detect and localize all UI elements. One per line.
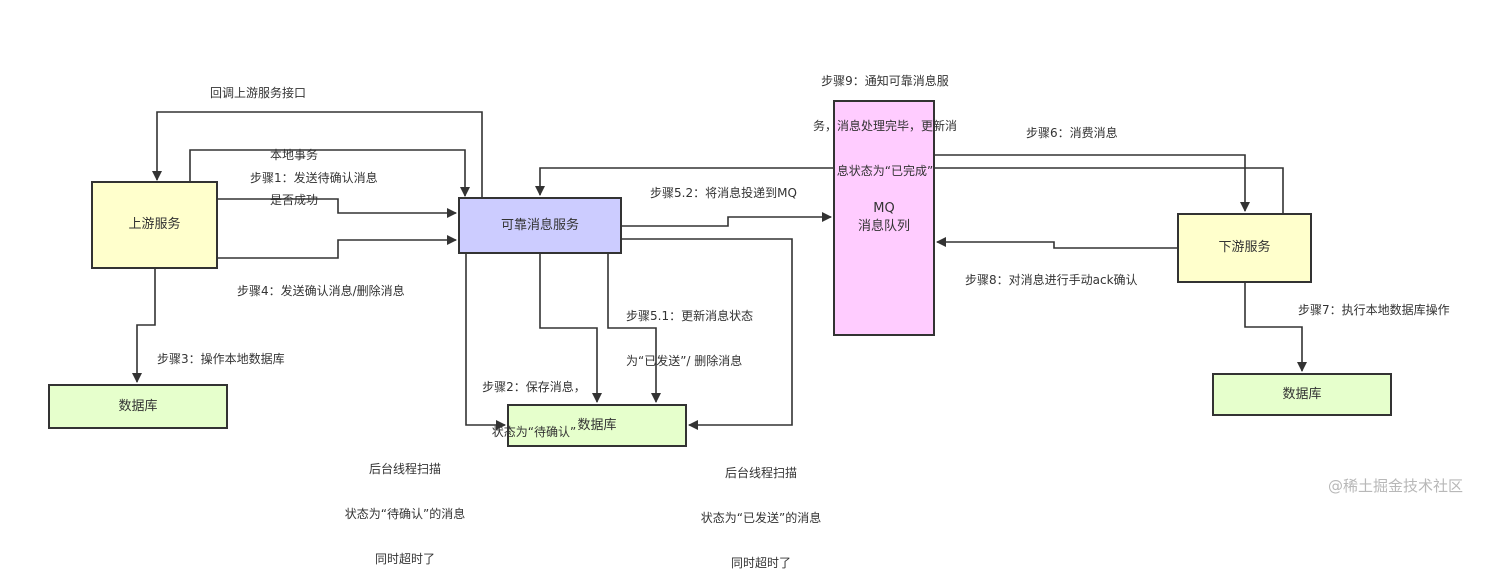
step5-1-label-line2: 为“已发送”/ 删除消息	[626, 354, 743, 368]
database-message-label: 数据库	[577, 417, 617, 433]
edge-callback-upstream	[152, 111, 483, 197]
local-tx-label-line1: 本地事务	[269, 148, 318, 162]
database-message-node[interactable]: 数据库	[507, 404, 687, 447]
edge-scan-sent	[622, 238, 793, 430]
database-downstream-label: 数据库	[1282, 386, 1322, 402]
step9-label-line2: 务，消息处理完毕，更新消	[812, 119, 957, 133]
reliable-message-service-node[interactable]: 可靠消息服务	[458, 197, 622, 254]
database-downstream-node[interactable]: 数据库	[1212, 373, 1392, 416]
step3-label: 步骤3：操作本地数据库	[157, 352, 285, 366]
step4-label: 步骤4：发送确认消息/删除消息	[237, 284, 405, 298]
reliable-message-service-label: 可靠消息服务	[500, 217, 579, 233]
scan-sent-label-line3: 同时超时了	[730, 556, 791, 570]
mq-sublabel: 消息队列	[857, 219, 910, 234]
edge-step3	[132, 269, 156, 383]
step9-label-line3: 息状态为“已完成”	[836, 164, 934, 178]
database-upstream-label: 数据库	[118, 398, 158, 414]
callback-label: 回调上游服务接口	[210, 86, 307, 100]
upstream-service-label: 上游服务	[128, 217, 181, 232]
local-tx-label-line2: 是否成功	[269, 193, 318, 207]
scan-pending-label-line2: 状态为“待确认”的消息	[344, 507, 466, 521]
step7-label: 步骤7：执行本地数据库操作	[1298, 303, 1450, 317]
scan-sent-label-line1: 后台线程扫描	[724, 466, 797, 480]
edge-scan-pending	[465, 254, 506, 430]
mq-label: MQ	[873, 201, 895, 216]
edge-step7	[1244, 283, 1307, 372]
step2-label-line2: 状态为“待确认”	[491, 425, 577, 439]
step5-2-label: 步骤5.2：将消息投递到MQ	[650, 186, 797, 200]
mq-node[interactable]: MQ 消息队列	[833, 100, 935, 336]
step9-label-line1: 步骤9：通知可靠消息服	[821, 74, 949, 88]
step8-label: 步骤8：对消息进行手动ack确认	[965, 273, 1138, 287]
edge-step8	[936, 237, 1177, 249]
step1-label: 步骤1：发送待确认消息	[250, 171, 378, 185]
downstream-service-label: 下游服务	[1218, 240, 1271, 255]
edge-step6	[935, 154, 1250, 212]
step2-label-line1: 步骤2：保存消息，	[482, 380, 586, 394]
scan-pending-label-line3: 同时超时了	[374, 552, 435, 566]
scan-sent-label: 后台线程扫描 状态为“已发送”的消息 同时超时了	[676, 436, 846, 586]
step6-label: 步骤6：消费消息	[1026, 126, 1118, 140]
scan-pending-label-line1: 后台线程扫描	[368, 462, 441, 476]
edge-step1	[218, 198, 457, 218]
scan-pending-label: 后台线程扫描 状态为“待确认”的消息 同时超时了	[320, 432, 490, 582]
step5-1-label-line1: 步骤5.1：更新消息状态	[626, 309, 754, 323]
step5-1-label: 步骤5.1：更新消息状态 为“已发送”/ 删除消息	[626, 279, 753, 384]
edge-step5-2	[622, 212, 832, 227]
step2-label: 步骤2：保存消息， 状态为“待确认”	[478, 350, 590, 455]
scan-sent-label-line2: 状态为“已发送”的消息	[700, 511, 822, 525]
upstream-service-node[interactable]: 上游服务	[91, 181, 218, 269]
edge-local-tx-result	[189, 149, 470, 197]
database-upstream-node[interactable]: 数据库	[48, 384, 228, 429]
local-tx-label: 本地事务 是否成功	[262, 118, 326, 223]
connector-layer	[132, 111, 1307, 430]
edge-step4	[218, 235, 457, 259]
watermark: @稀土掘金技术社区	[1328, 477, 1464, 495]
edge-step5-1	[607, 254, 661, 403]
downstream-service-node[interactable]: 下游服务	[1177, 213, 1312, 283]
step9-label: 步骤9：通知可靠消息服 务，消息处理完毕，更新消 息状态为“已完成”	[800, 44, 970, 194]
edge-step2	[539, 254, 602, 403]
